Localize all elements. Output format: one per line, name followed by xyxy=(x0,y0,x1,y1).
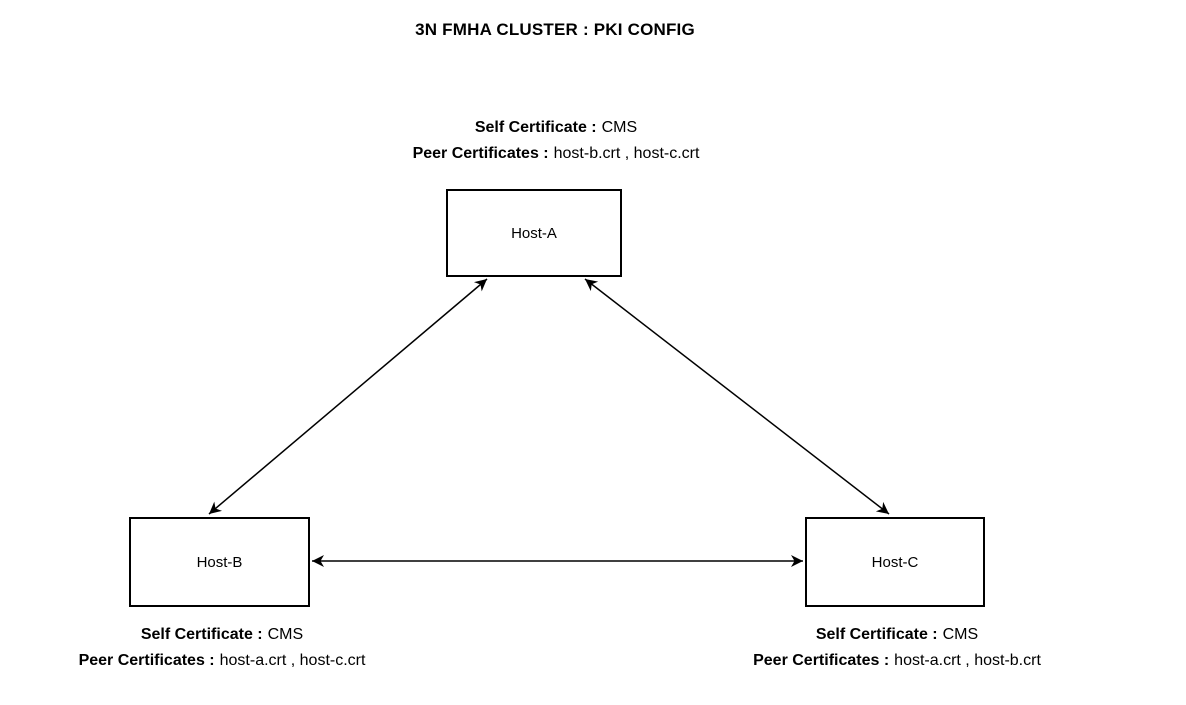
self-certificate-label: Self Certificate : xyxy=(815,626,938,643)
host-b-cert-note: Self Certificate : CMS Peer Certificates… xyxy=(79,622,366,674)
peer-certificates-label: Peer Certificates : xyxy=(412,145,549,162)
peer-certificates-value: host-b.crt , host-c.crt xyxy=(553,145,700,162)
self-certificate-label: Self Certificate : xyxy=(140,626,263,643)
edge-host-a-host-c xyxy=(584,278,890,515)
host-a-label: Host-A xyxy=(511,224,557,242)
self-certificate-line: Self Certificate : CMS xyxy=(79,622,366,648)
self-certificate-line: Self Certificate : CMS xyxy=(413,115,700,141)
host-a-cert-note: Self Certificate : CMS Peer Certificates… xyxy=(413,115,700,167)
self-certificate-label: Self Certificate : xyxy=(474,119,597,136)
host-c-node: Host-C xyxy=(805,517,985,607)
host-c-label: Host-C xyxy=(871,553,919,571)
self-certificate-value: CMS xyxy=(601,119,638,136)
peer-certificates-label: Peer Certificates : xyxy=(753,652,890,669)
host-c-cert-note: Self Certificate : CMS Peer Certificates… xyxy=(753,622,1041,674)
peer-certificates-value: host-a.crt , host-c.crt xyxy=(219,652,366,669)
peer-certificates-label: Peer Certificates : xyxy=(78,652,215,669)
host-b-node: Host-B xyxy=(129,517,310,607)
self-certificate-line: Self Certificate : CMS xyxy=(753,622,1041,648)
peer-certificates-line: Peer Certificates : host-a.crt , host-b.… xyxy=(753,648,1041,674)
edge-host-a-host-b xyxy=(208,278,488,515)
diagram-title: 3N FMHA CLUSTER : PKI CONFIG xyxy=(415,20,695,39)
self-certificate-value: CMS xyxy=(942,626,979,643)
self-certificate-value: CMS xyxy=(267,626,304,643)
peer-certificates-line: Peer Certificates : host-a.crt , host-c.… xyxy=(79,648,366,674)
peer-certificates-value: host-a.crt , host-b.crt xyxy=(894,652,1041,669)
host-a-node: Host-A xyxy=(446,189,622,277)
peer-certificates-line: Peer Certificates : host-b.crt , host-c.… xyxy=(413,141,700,167)
host-b-label: Host-B xyxy=(196,553,243,571)
